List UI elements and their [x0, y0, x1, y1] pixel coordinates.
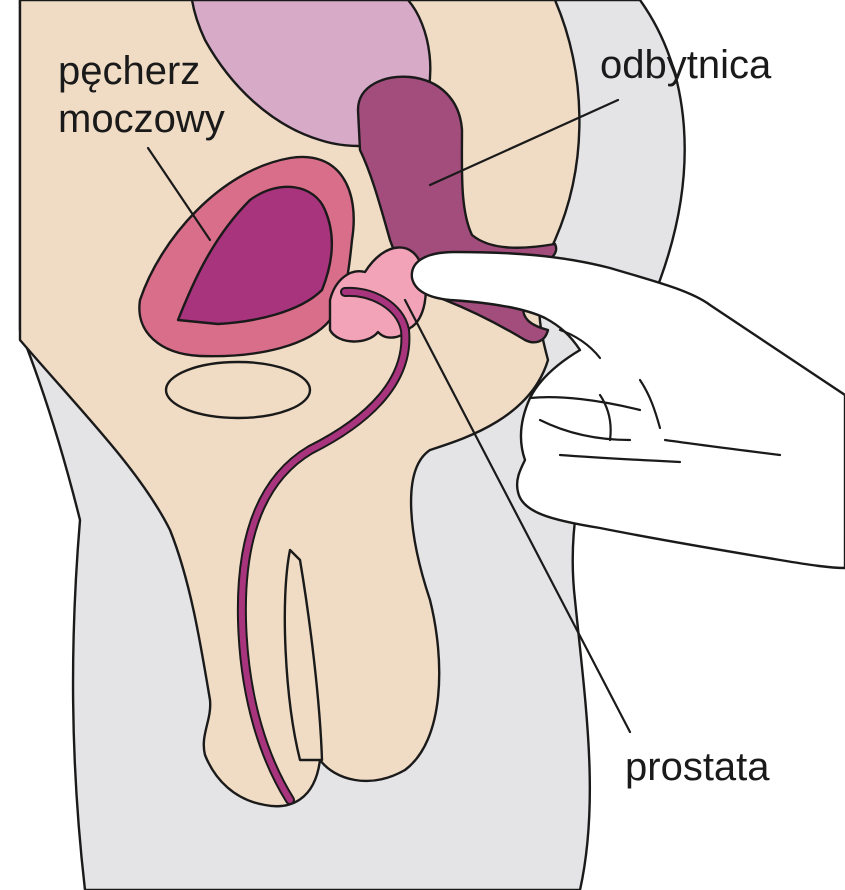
- pubic-bone: [166, 362, 310, 418]
- label-bladder-line1: pęcherz: [58, 49, 200, 93]
- label-prostate: prostata: [625, 745, 770, 789]
- label-bladder-line2: moczowy: [58, 97, 225, 141]
- label-rectum: odbytnica: [600, 43, 772, 87]
